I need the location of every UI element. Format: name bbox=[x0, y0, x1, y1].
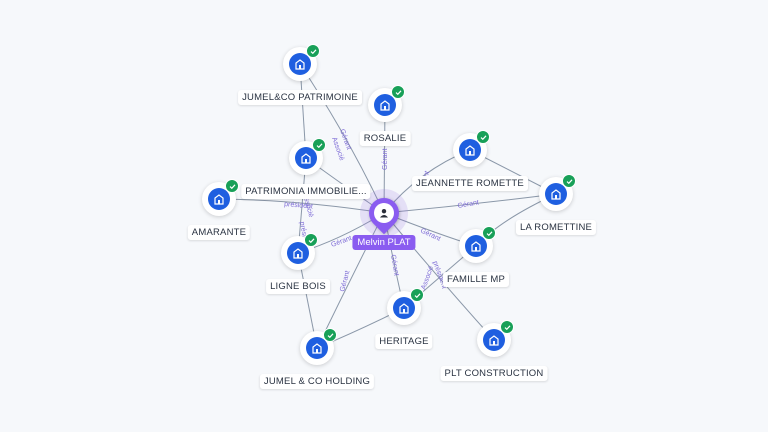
company-label: HERITAGE bbox=[375, 334, 433, 349]
building-icon bbox=[289, 53, 311, 75]
building-icon bbox=[208, 188, 230, 210]
verified-check-icon bbox=[225, 179, 239, 193]
edge-label: Associé bbox=[420, 265, 435, 291]
verified-check-icon bbox=[482, 226, 496, 240]
person-icon bbox=[374, 203, 394, 223]
person-label: Melvin PLAT bbox=[352, 235, 416, 250]
company-label: PLT CONSTRUCTION bbox=[440, 366, 548, 381]
building-icon bbox=[287, 242, 309, 264]
verified-check-icon bbox=[410, 288, 424, 302]
verified-check-icon bbox=[304, 233, 318, 247]
edge-rosalie bbox=[383, 104, 386, 214]
verified-check-icon bbox=[323, 328, 337, 342]
building-icon bbox=[374, 94, 396, 116]
edge-label: Gérant bbox=[419, 227, 441, 242]
edge-romettine bbox=[383, 193, 557, 214]
edge-label: président bbox=[284, 201, 313, 210]
verified-check-icon bbox=[500, 320, 514, 334]
company-label: LA ROMETTINE bbox=[515, 220, 597, 235]
edge-plt bbox=[383, 212, 495, 341]
verified-check-icon bbox=[391, 85, 405, 99]
company-label: PATRIMONIA IMMOBILIE... bbox=[241, 184, 371, 199]
verified-check-icon bbox=[306, 44, 320, 58]
company-label: JEANNETTE ROMETTE bbox=[412, 176, 528, 191]
company-label: JUMEL&CO PATRIMOINE bbox=[238, 90, 362, 105]
edge-label: Gérant bbox=[389, 254, 400, 276]
building-icon bbox=[483, 329, 505, 351]
building-icon bbox=[306, 337, 328, 359]
building-icon bbox=[459, 139, 481, 161]
company-label: LIGNE BOIS bbox=[266, 279, 330, 294]
company-label: ROSALIE bbox=[359, 131, 411, 146]
edge-amarante bbox=[218, 198, 385, 214]
edge-label: président bbox=[298, 221, 310, 251]
building-icon bbox=[545, 183, 567, 205]
building-icon bbox=[465, 235, 487, 257]
edge-label: Gérant bbox=[330, 235, 353, 249]
edge-label: Gérant bbox=[457, 199, 479, 210]
company-label: AMARANTE bbox=[187, 225, 251, 240]
verified-check-icon bbox=[312, 138, 326, 152]
building-icon bbox=[295, 147, 317, 169]
company-label: JUMEL & CO HOLDING bbox=[259, 374, 375, 389]
edge-label: Gérant bbox=[382, 149, 389, 170]
company-label: FAMILLE MP bbox=[443, 272, 509, 287]
verified-check-icon bbox=[562, 174, 576, 188]
building-icon bbox=[393, 297, 415, 319]
verified-check-icon bbox=[476, 130, 490, 144]
edge-jumel-patrimoine bbox=[299, 63, 385, 214]
